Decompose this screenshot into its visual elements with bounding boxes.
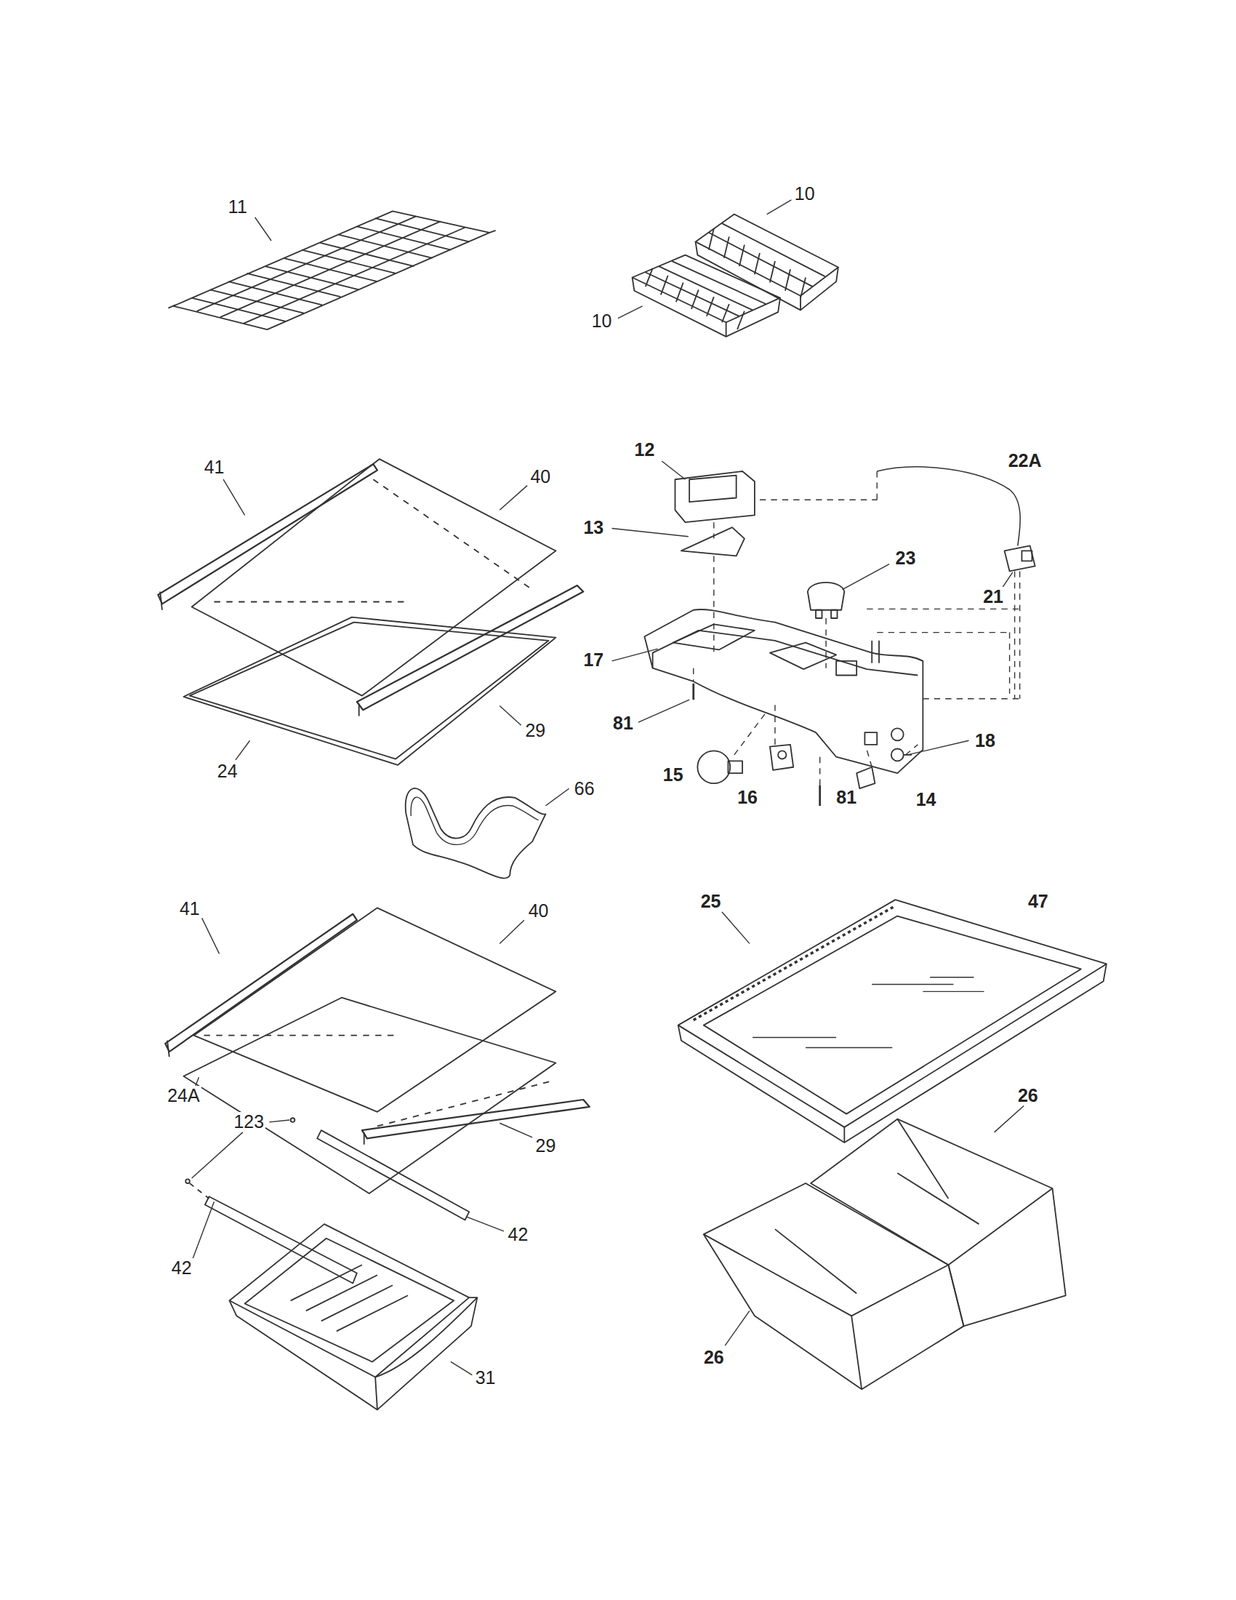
callout-number: 26 [702,1347,726,1367]
callout-number: 17 [581,649,605,670]
callout-number: 31 [474,1367,498,1388]
callout-number: 10 [793,183,817,204]
callout-number: 66 [572,778,597,799]
callout-number: 15 [661,764,685,785]
callout-number: 40 [528,466,552,487]
meat-drawer [229,1223,478,1410]
glass-shelf [165,907,589,1283]
callout-number: 10 [590,311,614,331]
callout-number: 81 [611,713,635,733]
callout-number: 41 [178,898,202,919]
leader-line [188,199,1024,1375]
callout-number: 40 [527,900,551,921]
callout-number: 12 [633,439,657,460]
callout-number: 24 [215,761,240,781]
crisper-bin [703,1118,1066,1390]
callout-number: 81 [834,787,858,808]
callout-number: 47 [1026,891,1050,912]
callout-number: 42 [170,1257,194,1278]
callout-number: 26 [1016,1085,1040,1106]
callout-number: 29 [523,720,547,741]
crisper-cover [678,899,1107,1143]
ice-tray [632,214,839,337]
callout-number: 11 [226,197,249,217]
callout-number: 123 [231,1111,266,1132]
callout-number: 18 [973,730,997,751]
assembly-line [693,471,1021,786]
callout-number: 42 [506,1224,531,1244]
callout-number: 25 [699,891,723,912]
callout-number: 13 [581,517,605,538]
wine-rack [405,788,547,879]
wire-shelf [167,210,496,330]
glass-shelf [157,458,584,765]
light-housing [644,466,1035,806]
callout-number: 29 [533,1135,557,1156]
callout-number: 14 [914,789,938,810]
callout-number: 16 [735,787,760,808]
callout-number: 23 [894,548,918,568]
callout-number: 21 [981,586,1005,607]
callout-number: 41 [202,457,227,477]
callout-number: 24A [165,1085,201,1106]
callout-number: 22A [1006,450,1044,471]
